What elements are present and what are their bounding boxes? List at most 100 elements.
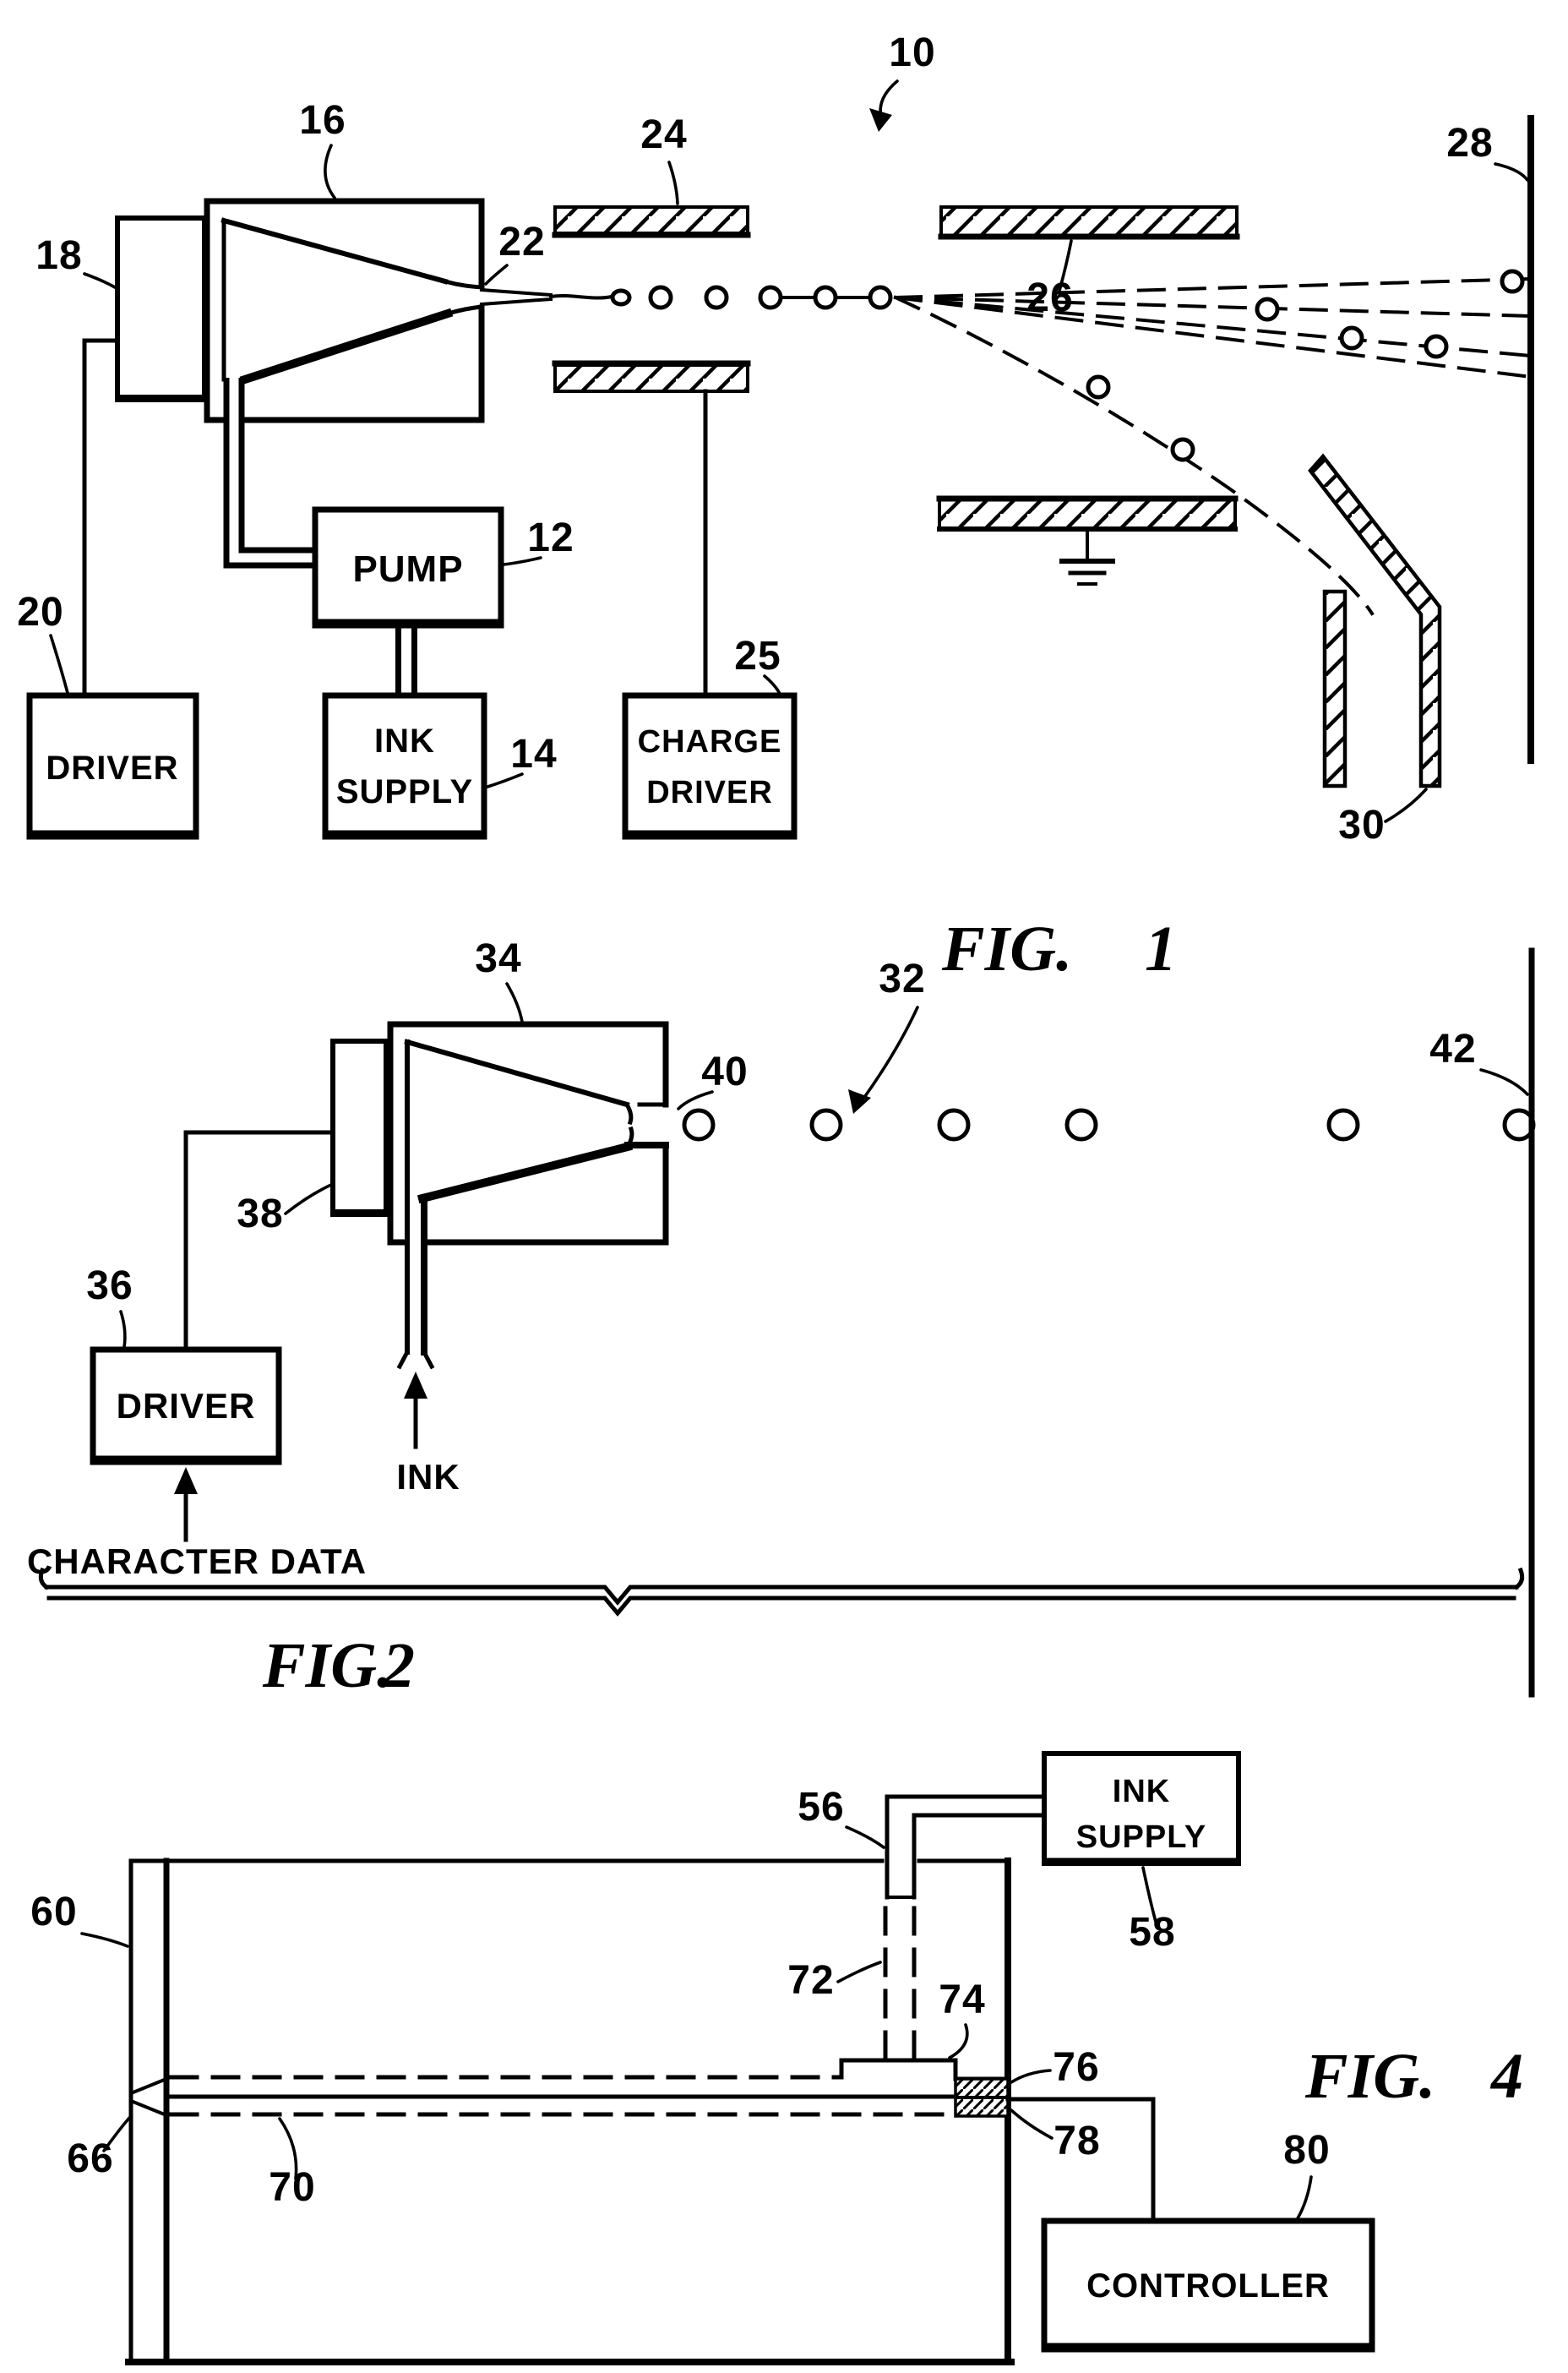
fig4-ref-66: 66: [67, 2136, 113, 2181]
fig1-droplet: [758, 285, 783, 310]
fig4-leader-58: [1141, 1866, 1158, 1927]
fig1-jet-top: [479, 287, 553, 297]
fig1-arrowhead-10: [869, 108, 892, 132]
fig1-ground-symbol: [1059, 527, 1115, 586]
fig1-leader-22: [484, 264, 509, 286]
fig2-leader-42: [1479, 1068, 1529, 1096]
fig2-body-34-outline-a: [387, 1021, 669, 1246]
fig2-body-34-outline-b: [424, 1142, 669, 1246]
fig1-droplet: [648, 285, 673, 310]
fig4-leader-66: [102, 2115, 132, 2152]
fig4-leader-74: [948, 2023, 969, 2059]
fig1-ref-30: 30: [1338, 803, 1385, 848]
fig2-character-data-arrowhead: [174, 1467, 198, 1494]
fig1-deflected-droplet: [1500, 269, 1525, 294]
fig1-caption-number: 1: [1145, 914, 1177, 985]
fig2-ref-38: 38: [237, 1192, 283, 1236]
fig2-tube-flare-left: [396, 1349, 411, 1370]
fig1-ref-16: 16: [299, 98, 346, 143]
fig2-droplet-40: [682, 1108, 716, 1142]
fig1-ref-10: 10: [889, 30, 935, 75]
fig1-ink-tube-outer: [223, 378, 318, 569]
fig2-leader-38: [284, 1183, 333, 1215]
fig4-caption-number: 4: [1489, 2041, 1523, 2112]
fig1-lower-plate-26: [938, 497, 1237, 531]
fig1-throat-top: [442, 278, 484, 290]
fig1-body-16-outline-b: [236, 304, 485, 423]
fig1-gutter-left-plate: [1322, 589, 1348, 788]
fig4-tube-56-inner: [912, 1813, 1049, 1900]
fig1-ref-14: 14: [510, 732, 557, 777]
fig4-tube-56-outer: [885, 1794, 1049, 1900]
fig2-ink-label: INK: [396, 1457, 460, 1497]
fig4-ref-60: 60: [30, 1890, 77, 1934]
fig4-step-74: [839, 2058, 1010, 2081]
fig1-body-16-outline-a: [204, 198, 485, 423]
fig2-tube-flare-right: [421, 1349, 435, 1370]
fig1-ink-supply-box: [322, 692, 487, 840]
fig4-controller-wire: [1005, 2097, 1156, 2222]
fig4-leader-72: [836, 1961, 882, 1983]
fig4-leader-56: [845, 1825, 885, 1849]
fig1-leader-12: [502, 556, 542, 566]
fig1-driver-wire: [82, 338, 120, 698]
fig4-controller-box: [1041, 2218, 1375, 2353]
fig1-ink-supply-label-1: INK: [374, 723, 435, 760]
fig1-leader-25: [763, 674, 781, 696]
fig1-leader-28: [1494, 162, 1529, 182]
fig1-droplet: [813, 285, 838, 310]
fig4-ref-74: 74: [939, 1978, 985, 2022]
fig4-break-66-b: [128, 2098, 169, 2118]
fig1-caption: FIG.: [941, 914, 1072, 985]
fig1-trajectory-4: [893, 295, 1533, 379]
fig1-ink-supply-label-2: SUPPLY: [336, 773, 473, 810]
fig2-character-data-label: CHARACTER DATA: [27, 1541, 367, 1581]
fig4-ink-supply-label-2: SUPPLY: [1076, 1819, 1207, 1855]
fig2-cone-bottom: [416, 1141, 634, 1204]
fig1-leader-26: [1058, 239, 1073, 292]
fig4-leader-76: [1010, 2069, 1052, 2084]
fig1-ink-tube-bore: [229, 376, 321, 563]
fig2-ink-arrowhead: [404, 1372, 427, 1399]
fig1-ref-26: 26: [1026, 275, 1073, 320]
fig4-ref-78: 78: [1054, 2119, 1100, 2163]
fig1-leader-18: [83, 272, 117, 289]
fig4-leader-70: [278, 2117, 298, 2180]
fig2-caption: FIG.: [262, 1630, 393, 1701]
fig1-driver-box: [26, 692, 199, 840]
fig4-ink-supply-label-1: INK: [1113, 1774, 1170, 1809]
fig4-ink-supply-box: [1042, 1751, 1241, 1866]
fig4-group: INK SUPPLY CONTROLLER 56 58 60 72 74 76 …: [30, 1751, 1523, 2365]
fig1-deflected-droplet: [1170, 437, 1195, 462]
fig2-ref-36: 36: [86, 1263, 133, 1308]
fig1-deflected-droplet: [1086, 374, 1111, 400]
fig1-droplet: [704, 285, 729, 310]
fig4-ref-56: 56: [798, 1785, 844, 1830]
fig4-ref-72: 72: [787, 1958, 834, 2003]
fig1-droplet: [868, 285, 893, 310]
fig4-ref-80: 80: [1283, 2128, 1330, 2173]
fig1-throat-bottom: [444, 304, 484, 317]
fig2-back-plate-38: [330, 1039, 389, 1217]
fig1-leader-14: [486, 772, 524, 788]
fig2-driver-wire: [183, 1130, 335, 1352]
fig1-ref-20: 20: [17, 590, 63, 635]
fig1-pump-label: PUMP: [352, 548, 463, 590]
fig2-droplet: [1064, 1108, 1098, 1142]
fig1-leader-16: [324, 144, 336, 199]
fig4-controller-label: CONTROLLER: [1086, 2267, 1330, 2305]
fig4-ref-70: 70: [269, 2165, 315, 2210]
fig2-driver-label: DRIVER: [117, 1386, 256, 1426]
fig1-jet-bottom: [479, 297, 553, 307]
fig4-leader-80: [1296, 2175, 1313, 2220]
fig1-leader-30: [1384, 788, 1428, 823]
fig1-deflected-droplet: [1339, 325, 1364, 351]
fig1-back-plate-18: [115, 215, 207, 402]
fig2-arrowhead-32: [848, 1089, 871, 1114]
fig2-droplet: [809, 1108, 843, 1142]
fig1-gutter-trajectory: [893, 295, 1375, 616]
fig1-ref-25: 25: [734, 634, 781, 679]
fig1-charge-driver-label-1: CHARGE: [638, 724, 782, 760]
